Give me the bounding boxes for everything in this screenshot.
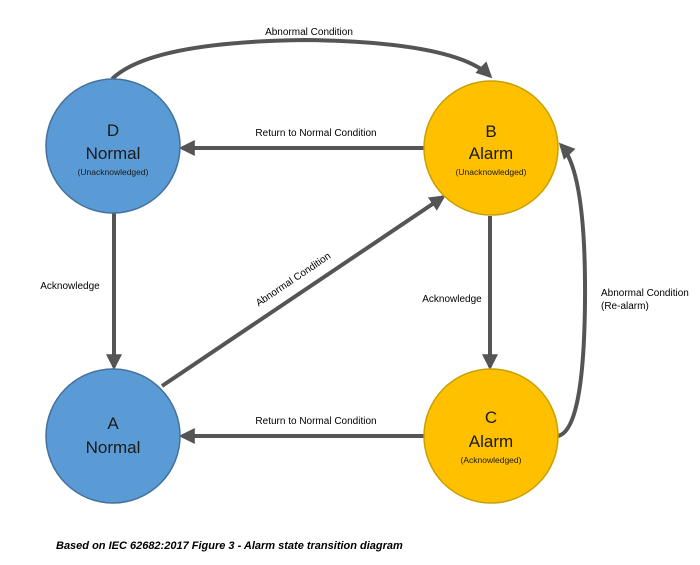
transition-d-to-b-arrow — [110, 37, 493, 81]
state-c-title: Alarm — [469, 432, 513, 451]
state-b-title: Alarm — [469, 144, 513, 163]
figure-caption: Based on IEC 62682:2017 Figure 3 - Alarm… — [56, 540, 403, 552]
transition-d-to-b-label: Abnormal Condition — [265, 27, 353, 38]
transition-c-to-b-label-line2: (Re-alarm) — [601, 301, 649, 312]
state-c-subtitle: (Acknowledged) — [461, 455, 522, 465]
transition-b-to-d-label: Return to Normal Condition — [255, 128, 376, 139]
state-d-letter: D — [107, 121, 119, 140]
transition-b-to-c-label: Acknowledge — [422, 294, 482, 305]
transition-c-to-a-label: Return to Normal Condition — [255, 416, 376, 427]
state-b-node: B Alarm (Unacknowledged) — [423, 80, 559, 216]
transition-c-to-b-arrow — [557, 142, 588, 438]
state-a-node: A Normal — [45, 368, 181, 504]
state-b-subtitle: (Unacknowledged) — [456, 167, 527, 177]
state-d-title: Normal — [86, 144, 141, 163]
state-c-circle — [423, 368, 559, 504]
state-a-circle — [45, 368, 181, 504]
state-a-letter: A — [107, 414, 119, 433]
state-c-node: C Alarm (Acknowledged) — [423, 368, 559, 504]
transition-d-to-a-label: Acknowledge — [40, 281, 100, 292]
state-d-circle — [45, 78, 181, 214]
state-d-subtitle: (Unacknowledged) — [78, 167, 149, 177]
transition-a-to-b-arrow — [160, 195, 446, 388]
state-b-letter: B — [485, 122, 496, 141]
state-c-letter: C — [485, 408, 497, 427]
state-a-title: Normal — [86, 438, 141, 457]
transition-c-to-b-label-line1: Abnormal Condition — [601, 288, 689, 299]
state-b-circle — [423, 80, 559, 216]
state-d-node: D Normal (Unacknowledged) — [45, 78, 181, 214]
